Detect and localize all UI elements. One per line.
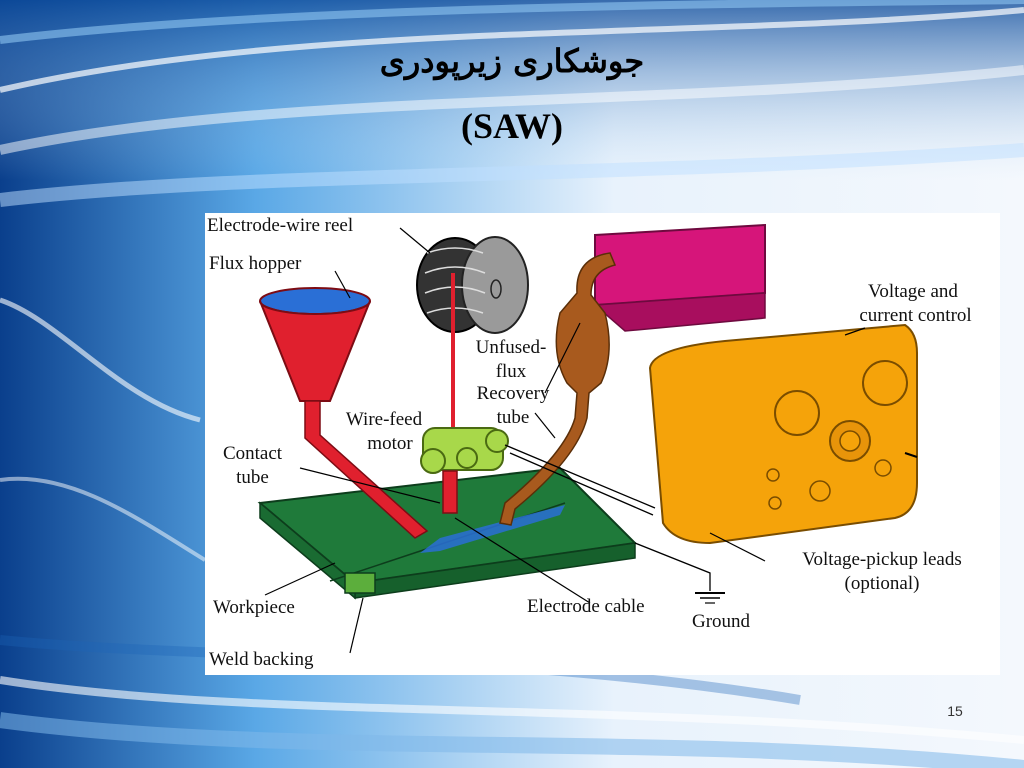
contact-tube: [442, 470, 458, 514]
control-box: [648, 323, 918, 545]
label-voltage-control-1: Voltage and: [868, 281, 958, 302]
electrode-cable-line: [634, 542, 711, 591]
label-workpiece: Workpiece: [213, 597, 295, 618]
voltage-pickup-leads: [504, 444, 656, 516]
wire-reel-front: [461, 236, 529, 334]
slide-title-english: (SAW): [460, 106, 563, 146]
flux-bead: [420, 505, 565, 553]
label-recovery-tube-2: tube: [496, 407, 530, 428]
weld-backing-bar: [344, 572, 376, 594]
flux-feed-tube: [304, 400, 429, 539]
wire-feed-motor: [420, 427, 509, 474]
flux-hopper-body: [259, 300, 371, 402]
label-wire-feed-motor-2: motor: [367, 433, 413, 454]
slide-title-persian: جوشکاری زیرپودری: [379, 42, 645, 80]
page-number: 15: [947, 703, 963, 719]
label-unfused-flux-2: flux: [495, 361, 527, 382]
label-wire-feed-motor-1: Wire-feed: [345, 409, 423, 430]
label-electrode-cable: Electrode cable: [527, 596, 645, 617]
label-recovery-tube-1: Recovery: [476, 383, 550, 404]
label-flux-hopper: Flux hopper: [209, 253, 302, 274]
label-voltage-control-2: current control: [859, 305, 972, 326]
label-voltage-pickup-1: Voltage-pickup leads: [802, 549, 962, 570]
label-voltage-pickup-2: (optional): [844, 573, 920, 594]
label-unfused-flux-1: Unfused-: [475, 337, 547, 358]
label-weld-backing: Weld backing: [209, 649, 314, 670]
flux-recovery-tube: [499, 252, 617, 526]
label-contact-tube-2: tube: [236, 467, 269, 488]
label-electrode-wire-reel: Electrode-wire reel: [207, 215, 354, 236]
label-contact-tube-1: Contact: [222, 443, 283, 464]
power-source-box: [593, 223, 766, 332]
workpiece-side-edge: [259, 501, 356, 600]
saw-illustration: [257, 223, 918, 654]
saw-diagram: Electrode-wire reel Flux hopper Unfused-…: [205, 213, 1000, 675]
label-ground: Ground: [692, 611, 751, 632]
